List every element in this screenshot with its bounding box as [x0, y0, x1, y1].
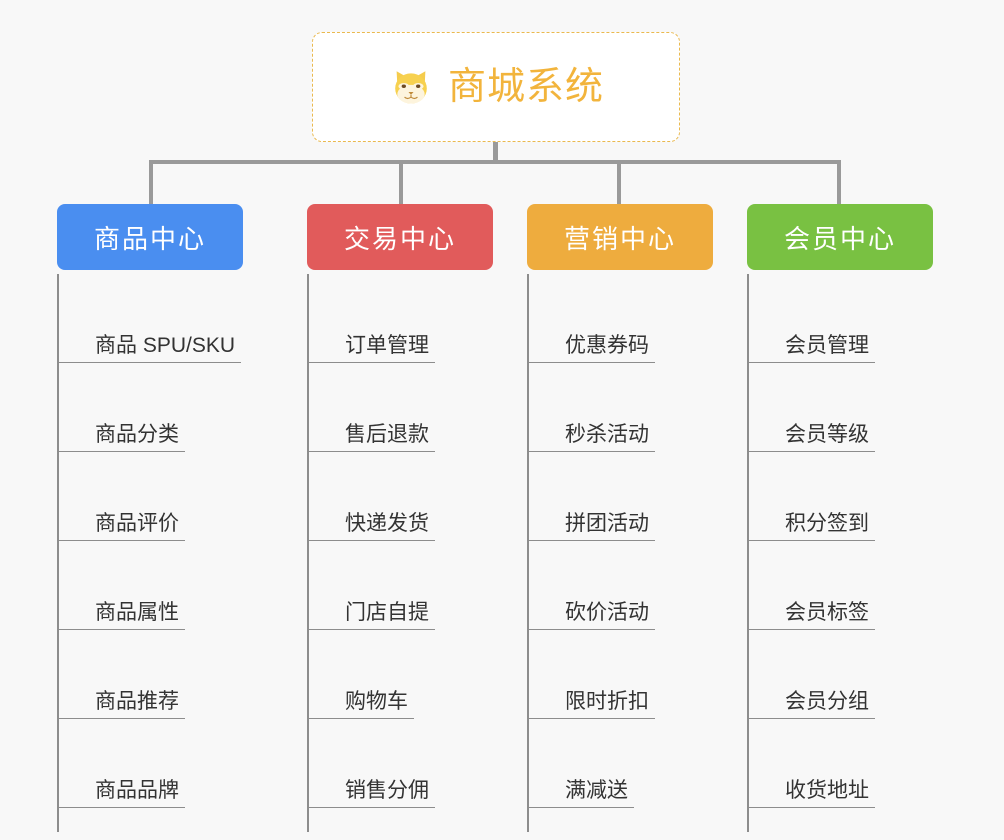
list-item[interactable]: 会员管理 [749, 274, 967, 363]
leaf-label: 会员标签 [749, 596, 875, 630]
leaf-underline [309, 362, 435, 363]
leaf-label: 商品属性 [59, 596, 185, 630]
connector-drop-3 [617, 160, 621, 206]
connector-root-stem [493, 142, 498, 164]
branch-column-4: 会员中心 会员管理 会员等级 积分签到 会员标签 会员分组 收货地址 [747, 204, 967, 832]
branch-header-3[interactable]: 营销中心 [527, 204, 713, 270]
leaf-underline [309, 629, 435, 630]
branch-items-4: 会员管理 会员等级 积分签到 会员标签 会员分组 收货地址 [747, 274, 967, 832]
leaf-underline [529, 362, 655, 363]
leaf-underline [59, 451, 185, 452]
leaf-label: 限时折扣 [529, 685, 655, 719]
list-item[interactable]: 门店自提 [309, 541, 527, 630]
leaf-label: 拼团活动 [529, 507, 655, 541]
leaf-underline [749, 629, 875, 630]
connector-drop-2 [399, 160, 403, 206]
branch-header-label: 交易中心 [343, 223, 456, 254]
leaf-label: 购物车 [309, 685, 414, 719]
list-item[interactable]: 订单管理 [309, 274, 527, 363]
list-item[interactable]: 商品品牌 [59, 719, 277, 808]
leaf-label: 优惠券码 [529, 329, 655, 363]
list-item[interactable]: 拼团活动 [529, 452, 747, 541]
list-item[interactable]: 商品分类 [59, 363, 277, 452]
list-item[interactable]: 满减送 [529, 719, 747, 808]
leaf-label: 门店自提 [309, 596, 435, 630]
list-item[interactable]: 购物车 [309, 630, 527, 719]
list-item[interactable]: 优惠券码 [529, 274, 747, 363]
leaf-label: 销售分佣 [309, 774, 435, 808]
connector-drop-1 [149, 160, 153, 206]
leaf-underline [749, 718, 875, 719]
root-node[interactable]: 商城系统 [312, 32, 680, 142]
branch-column-3: 营销中心 优惠券码 秒杀活动 拼团活动 砍价活动 限时折扣 满减送 [527, 204, 747, 832]
list-item[interactable]: 商品 SPU/SKU [59, 274, 277, 363]
leaf-underline [309, 540, 435, 541]
branch-items-1: 商品 SPU/SKU 商品分类 商品评价 商品属性 商品推荐 商品品牌 [57, 274, 277, 832]
branch-items-2: 订单管理 售后退款 快递发货 门店自提 购物车 销售分佣 [307, 274, 527, 832]
list-item[interactable]: 收货地址 [749, 719, 967, 808]
branch-header-1[interactable]: 商品中心 [57, 204, 243, 270]
leaf-label: 商品 SPU/SKU [59, 329, 241, 363]
leaf-underline [309, 718, 414, 719]
leaf-underline [309, 451, 435, 452]
leaf-underline [59, 362, 241, 363]
leaf-label: 快递发货 [309, 507, 435, 541]
list-item[interactable]: 售后退款 [309, 363, 527, 452]
leaf-label: 商品品牌 [59, 774, 185, 808]
list-item[interactable]: 商品推荐 [59, 630, 277, 719]
leaf-label: 售后退款 [309, 418, 435, 452]
leaf-label: 砍价活动 [529, 596, 655, 630]
leaf-underline [749, 807, 875, 808]
leaf-label: 收货地址 [749, 774, 875, 808]
list-item[interactable]: 会员分组 [749, 630, 967, 719]
leaf-label: 秒杀活动 [529, 418, 655, 452]
leaf-underline [59, 718, 185, 719]
leaf-label: 满减送 [529, 774, 634, 808]
leaf-underline [59, 807, 185, 808]
leaf-label: 会员分组 [749, 685, 875, 719]
branch-header-2[interactable]: 交易中心 [307, 204, 493, 270]
branch-header-label: 营销中心 [563, 223, 676, 254]
list-item[interactable]: 会员标签 [749, 541, 967, 630]
list-item[interactable]: 砍价活动 [529, 541, 747, 630]
leaf-underline [749, 451, 875, 452]
leaf-label: 商品推荐 [59, 685, 185, 719]
connector-horizontal-bus [149, 160, 841, 164]
list-item[interactable]: 限时折扣 [529, 630, 747, 719]
leaf-label: 会员等级 [749, 418, 875, 452]
list-item[interactable]: 会员等级 [749, 363, 967, 452]
branch-items-3: 优惠券码 秒杀活动 拼团活动 砍价活动 限时折扣 满减送 [527, 274, 747, 832]
leaf-label: 商品分类 [59, 418, 185, 452]
leaf-underline [529, 629, 655, 630]
leaf-underline [529, 451, 655, 452]
list-item[interactable]: 快递发货 [309, 452, 527, 541]
leaf-underline [309, 807, 435, 808]
list-item[interactable]: 秒杀活动 [529, 363, 747, 452]
leaf-label: 订单管理 [309, 329, 435, 363]
list-item[interactable]: 销售分佣 [309, 719, 527, 808]
leaf-label: 商品评价 [59, 507, 185, 541]
branch-header-label: 商品中心 [93, 223, 206, 254]
leaf-underline [749, 540, 875, 541]
leaf-underline [529, 807, 634, 808]
leaf-underline [59, 629, 185, 630]
list-item[interactable]: 商品属性 [59, 541, 277, 630]
branch-header-4[interactable]: 会员中心 [747, 204, 933, 270]
leaf-label: 会员管理 [749, 329, 875, 363]
leaf-underline [529, 540, 655, 541]
branch-header-label: 会员中心 [783, 223, 896, 254]
list-item[interactable]: 积分签到 [749, 452, 967, 541]
leaf-underline [749, 362, 875, 363]
leaf-label: 积分签到 [749, 507, 875, 541]
shiba-inu-icon [388, 64, 434, 110]
list-item[interactable]: 商品评价 [59, 452, 277, 541]
branch-column-1: 商品中心 商品 SPU/SKU 商品分类 商品评价 商品属性 商品推荐 商品品牌 [57, 204, 277, 832]
leaf-underline [529, 718, 655, 719]
connector-drop-4 [837, 160, 841, 206]
root-title: 商城系统 [447, 66, 604, 108]
leaf-underline [59, 540, 185, 541]
branch-column-2: 交易中心 订单管理 售后退款 快递发货 门店自提 购物车 销售分佣 [307, 204, 527, 832]
